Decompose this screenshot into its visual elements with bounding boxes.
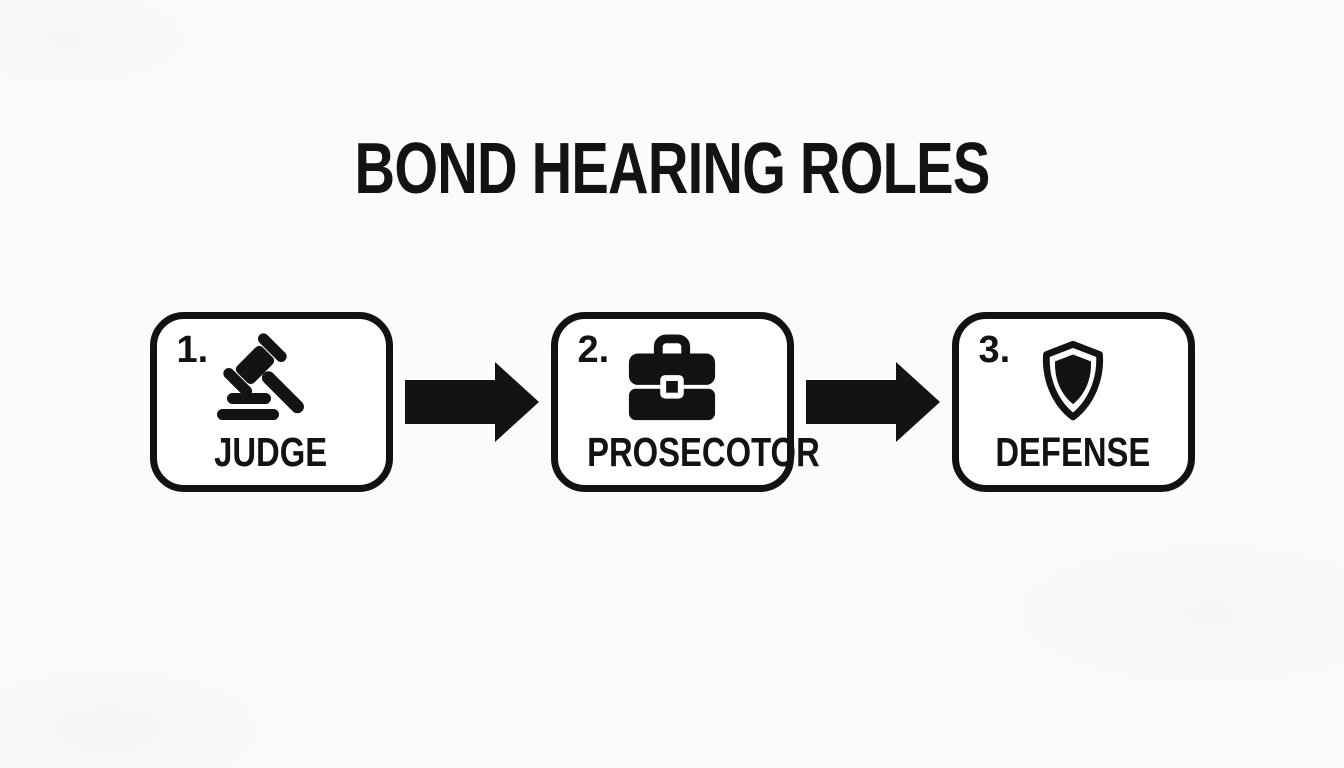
step-box-defense: 3. DEFENSE: [951, 312, 1195, 492]
flow-row: 1. JUDGE: [0, 312, 1344, 492]
arrow-right-icon: [404, 362, 539, 442]
step-box-judge: 1. JUDGE: [149, 312, 393, 492]
arrow-right-icon: [805, 362, 940, 442]
step-label: PROSECOTOR: [586, 429, 820, 475]
step-number: 2.: [577, 329, 610, 371]
page-title: BOND HEARING ROLES: [0, 133, 1344, 205]
step-box-prosecutor: 2. PROSECOTOR: [550, 312, 820, 492]
shield-icon: [959, 333, 1188, 431]
step-label: DEFENSE: [995, 429, 1151, 475]
briefcase-icon: [558, 333, 787, 431]
step-label: JUDGE: [214, 429, 328, 475]
step-number: 1.: [176, 329, 209, 371]
page-title-text: BOND HEARING ROLES: [354, 129, 991, 209]
step-number: 3.: [978, 329, 1011, 371]
gavel-icon: [157, 333, 386, 431]
